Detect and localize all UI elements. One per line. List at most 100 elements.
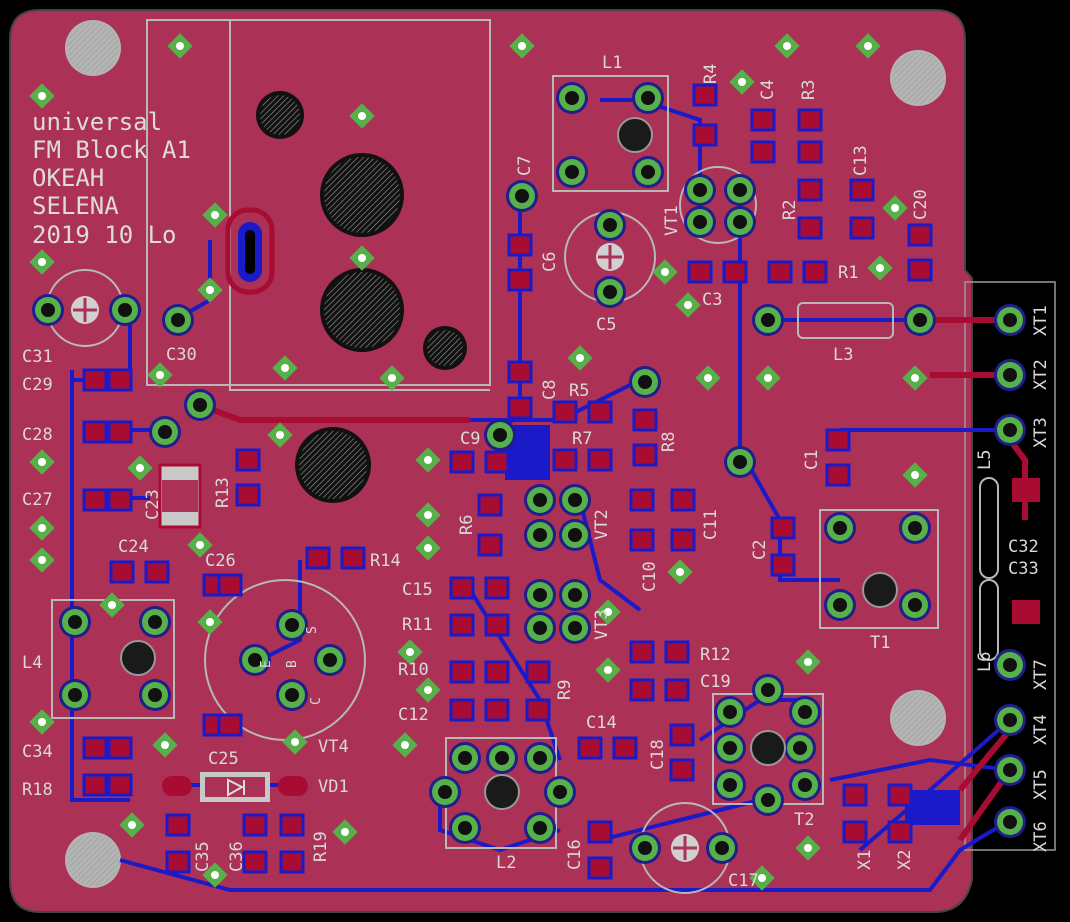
label-c29: C29 — [22, 375, 53, 395]
label-vt4: VT4 — [318, 737, 349, 757]
label-c33: C33 — [1008, 559, 1039, 579]
label-vt2: VT2 — [592, 509, 612, 540]
label-xt7: XT7 — [1031, 659, 1051, 690]
connector-frame — [964, 281, 1056, 851]
label-c30: C30 — [166, 345, 197, 365]
label-c32: C32 — [1008, 537, 1039, 557]
label-c27: C27 — [22, 490, 53, 510]
label-pin-e: E — [259, 660, 274, 668]
label-c18: C18 — [648, 739, 668, 770]
label-r10: R10 — [398, 660, 429, 680]
mounting-hole — [890, 50, 946, 106]
label-c25: C25 — [208, 749, 239, 769]
board-text-line5: 2019 10 Lo — [32, 221, 177, 249]
small-hole — [423, 326, 467, 370]
label-r19: R19 — [311, 831, 331, 862]
label-vt1: VT1 — [662, 205, 682, 236]
label-c31: C31 — [22, 347, 53, 367]
label-vt3: VT3 — [592, 609, 612, 640]
label-c16: C16 — [565, 839, 585, 870]
label-r5: R5 — [569, 381, 589, 401]
label-r8: R8 — [659, 432, 679, 452]
label-c15: C15 — [402, 580, 433, 600]
label-c26: C26 — [205, 551, 236, 571]
label-pin-s: S — [305, 626, 320, 634]
label-c11: C11 — [701, 509, 721, 540]
label-r6: R6 — [457, 515, 477, 535]
label-c7: C7 — [515, 156, 535, 176]
label-c10: C10 — [640, 561, 660, 592]
label-r13: R13 — [213, 477, 233, 508]
component-labels: L1 R4 C4 R3 C7 C13 C20 VT1 R2 C6 R1 C3 C… — [22, 53, 1051, 891]
mounting-hole — [65, 832, 121, 888]
label-c28: C28 — [22, 425, 53, 445]
label-r3: R3 — [799, 80, 819, 100]
label-l2: L2 — [496, 853, 516, 873]
ferrite-pads — [1012, 478, 1040, 624]
label-pin-c: C — [309, 697, 324, 705]
label-xt3: XT3 — [1031, 417, 1051, 448]
label-r18: R18 — [22, 780, 53, 800]
board-text-line3: OKEAH — [32, 164, 104, 192]
board-text-line4: SELENA — [32, 192, 119, 220]
label-l3: L3 — [833, 345, 853, 365]
label-c2: C2 — [750, 540, 770, 560]
board-title-block: universal FM Block A1 OKEAH SELENA 2019 … — [32, 108, 191, 249]
label-l5: L5 — [975, 450, 995, 470]
label-pin-b: B — [285, 660, 300, 668]
board-text-line1: universal — [32, 108, 162, 136]
label-l1: L1 — [602, 53, 622, 73]
label-xt2: XT2 — [1031, 359, 1051, 390]
capacitor-c23 — [158, 463, 202, 529]
label-c35: C35 — [193, 841, 213, 872]
label-c17: C17 — [728, 871, 759, 891]
label-r14: R14 — [370, 551, 401, 571]
label-xt1: XT1 — [1031, 305, 1051, 336]
label-c24: C24 — [118, 537, 149, 557]
label-r11: R11 — [402, 615, 433, 635]
label-vd1: VD1 — [318, 777, 349, 797]
label-c23: C23 — [143, 489, 163, 520]
large-hole — [320, 268, 404, 352]
label-c1: C1 — [802, 450, 822, 470]
label-r9: R9 — [555, 680, 575, 700]
label-c34: C34 — [22, 742, 53, 762]
label-c3: C3 — [702, 290, 722, 310]
label-c20: C20 — [911, 189, 931, 220]
board-text-line2: FM Block A1 — [32, 136, 191, 164]
mounting-hole — [65, 20, 121, 76]
label-l6: L6 — [975, 652, 995, 672]
large-hole — [320, 153, 404, 237]
label-c6: C6 — [540, 252, 560, 272]
small-hole — [256, 91, 304, 139]
label-xt4: XT4 — [1031, 714, 1051, 745]
label-xt5: XT5 — [1031, 769, 1051, 800]
label-r7: R7 — [572, 429, 592, 449]
label-r1: R1 — [838, 263, 858, 283]
transformer-core — [120, 117, 898, 810]
label-c9: C9 — [460, 429, 480, 449]
label-c4: C4 — [758, 80, 778, 100]
label-t2: T2 — [794, 810, 814, 830]
label-l4: L4 — [22, 653, 42, 673]
mounting-hole — [890, 690, 946, 746]
label-c14: C14 — [586, 713, 617, 733]
label-r12: R12 — [700, 645, 731, 665]
label-c12: C12 — [398, 705, 429, 725]
label-t1: T1 — [870, 633, 890, 653]
label-c8: C8 — [540, 380, 560, 400]
label-c5: C5 — [596, 315, 616, 335]
label-c36: C36 — [227, 841, 247, 872]
label-x2: X2 — [895, 850, 915, 870]
crystal-slot — [225, 207, 275, 295]
label-r4: R4 — [701, 64, 721, 84]
label-xt6: XT6 — [1031, 821, 1051, 852]
large-hole — [295, 427, 371, 503]
label-r2: R2 — [780, 200, 800, 220]
label-c19: C19 — [700, 672, 731, 692]
label-c13: C13 — [851, 145, 871, 176]
diode-vd1 — [162, 772, 308, 802]
label-x1: X1 — [855, 850, 875, 870]
copper-pour — [905, 790, 960, 825]
